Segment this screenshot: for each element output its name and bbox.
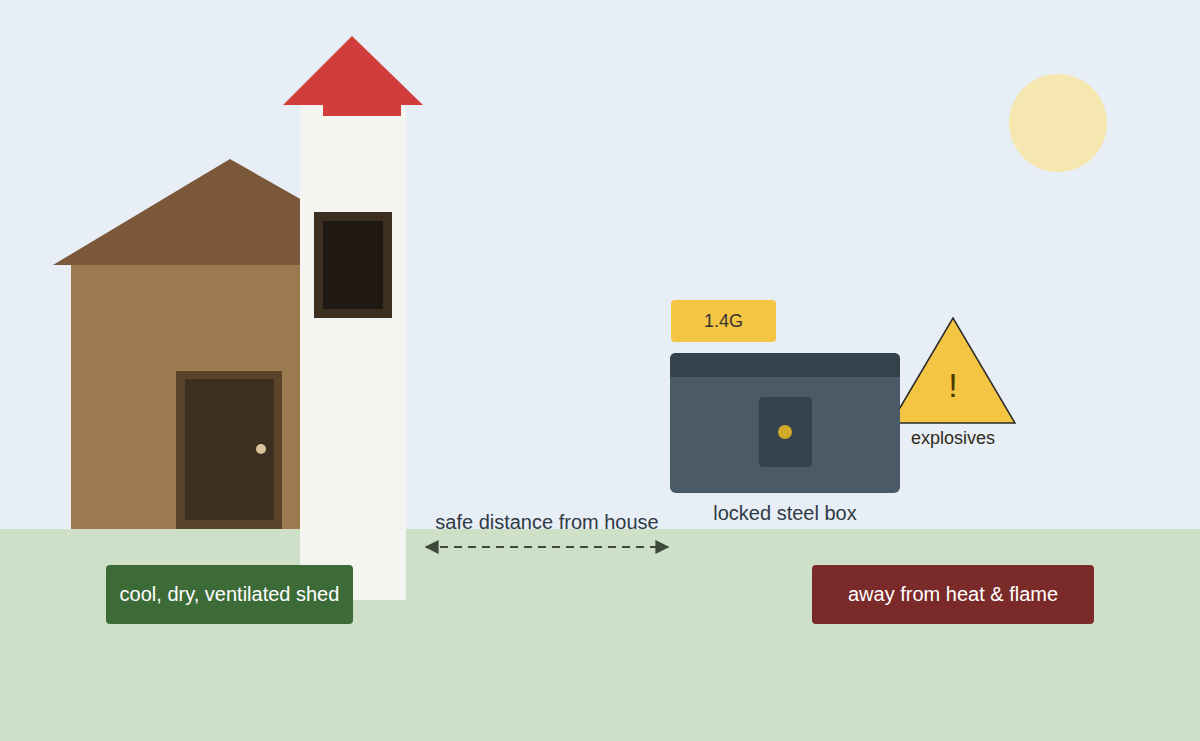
door-frame bbox=[176, 371, 282, 529]
tower-roof bbox=[283, 36, 423, 105]
distance-arrow bbox=[426, 546, 668, 548]
ground bbox=[0, 529, 1200, 741]
lock-plate bbox=[759, 397, 812, 467]
hazard-class-badge: 1.4G bbox=[671, 300, 776, 342]
steel-box-outline bbox=[670, 353, 900, 525]
node-text: away from heat & flame bbox=[812, 565, 1094, 624]
tower bbox=[300, 105, 406, 600]
node-text: 1.4G bbox=[671, 300, 776, 342]
box-lid bbox=[670, 353, 900, 377]
note-box: away from heat & flame bbox=[812, 565, 1094, 624]
house-wall bbox=[71, 264, 306, 529]
door bbox=[185, 379, 274, 520]
door-knob bbox=[256, 444, 266, 454]
house-roof bbox=[53, 159, 302, 265]
box-body bbox=[670, 353, 900, 493]
keyhole bbox=[778, 425, 792, 439]
warning-triangle: !explosives bbox=[889, 316, 1017, 450]
node-text: explosives bbox=[879, 427, 1027, 449]
node-text: cool, dry, ventilated shed bbox=[106, 565, 353, 624]
window bbox=[323, 221, 383, 309]
node-text: locked steel box bbox=[650, 501, 920, 525]
window-frame bbox=[314, 212, 392, 318]
node-text: ! bbox=[889, 365, 1017, 405]
sun bbox=[1009, 74, 1107, 172]
note-box: cool, dry, ventilated shed bbox=[106, 565, 353, 624]
tower-roof-band bbox=[323, 104, 401, 116]
steel-box: locked steel box bbox=[670, 353, 900, 525]
distance-label: safe distance from house bbox=[387, 510, 707, 534]
